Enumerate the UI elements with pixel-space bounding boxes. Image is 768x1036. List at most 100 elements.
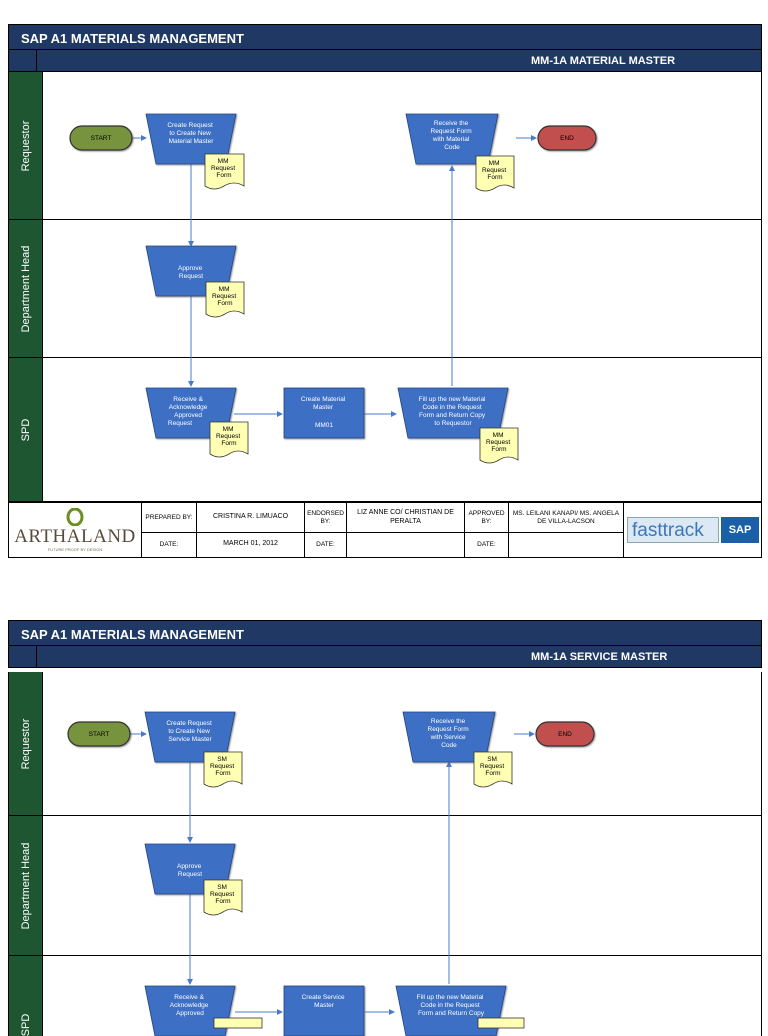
date-label: DATE: (465, 532, 509, 557)
approved-by-value: MS. LEILANI KANAPI/ MS. ANGELA DE VILLA-… (509, 503, 624, 532)
doc-text: MM (223, 426, 234, 433)
doc-text: SM (217, 756, 227, 763)
step-text: Acknowledge (170, 1002, 209, 1009)
svg-text:Receive the Request Fo: Receive the Request Form with Material C… (431, 120, 474, 151)
step-text: Acknowledge (169, 404, 208, 411)
create-request-step: Create Request to Create New Material Ma… (145, 113, 237, 165)
date-label: DATE: (142, 532, 197, 557)
fill-up-step: Fill up the new Material Code in the Req… (395, 985, 507, 1036)
doc-text: Form (217, 300, 232, 307)
end-label: END (560, 135, 574, 142)
endorsed-date (347, 532, 465, 557)
receive-form-step: Receive the Request Form with Material C… (405, 113, 499, 165)
step-text: Receive & (173, 396, 203, 403)
start-terminator: START (69, 125, 133, 151)
lane-spd: SPD (8, 956, 762, 1036)
doc-text: MM (219, 286, 230, 293)
step-text: Code (441, 742, 457, 749)
step-text: Form and Return Copy (419, 412, 486, 419)
step-text: to Create New (169, 130, 211, 137)
svg-text:Receive & Acknowledge: Receive & Acknowledge Approved (170, 994, 210, 1017)
step-text: Create Request (167, 122, 213, 129)
signature-footer: ARTHALAND FUTURE PROOF BY DESIGN PREPARE… (8, 502, 762, 558)
step-text: Create Request (166, 720, 212, 727)
step-text: Approve (177, 863, 202, 870)
start-terminator: START (67, 721, 131, 747)
flowchart-page-2: SAP A1 MATERIALS MANAGEMENT MM-1A SERVIC… (8, 620, 762, 1036)
doc-text: Request (216, 433, 240, 440)
endorsed-by-label: ENDORSED BY: (305, 503, 347, 532)
company-name: ARTHALAND (14, 525, 136, 547)
svg-text:SM Request For: SM Request Form (210, 756, 236, 777)
svg-text:MM Request For: MM Request Form (211, 158, 237, 179)
receive-form-step: Receive the Request Form with Service Co… (402, 711, 496, 763)
svg-text:MM Request For: MM Request Form (216, 426, 242, 447)
request-form-document (477, 1017, 525, 1029)
step-text: Create Material (301, 396, 346, 403)
svg-text:SM Request For: SM Request Form (210, 884, 236, 905)
step-text: Code (444, 144, 460, 151)
svg-text:Approve Request: Approve Request (178, 265, 204, 280)
step-text: Request (168, 420, 192, 427)
step-text: Approve (178, 265, 203, 272)
lane-requestor: Requestor (8, 72, 762, 220)
step-text: with Service (430, 734, 466, 741)
doc-text: MM (489, 160, 500, 167)
svg-text:Approve Request: Approve Request (177, 863, 203, 878)
approved-by-label: APPROVED BY: (465, 503, 509, 532)
partner-logos: fasttrack SAP (627, 511, 759, 549)
step-text: Receive the (431, 718, 466, 725)
process-subtitle: MM-1A MATERIAL MASTER (531, 55, 676, 67)
end-terminator: END (537, 125, 597, 151)
svg-text:Fill up the new Material: Fill up the new Material Code in the Req… (419, 396, 488, 427)
flow-diagram-1: START END Create Request to Create New M… (69, 113, 597, 464)
end-terminator: END (535, 721, 595, 747)
date-label: DATE: (305, 532, 347, 557)
fasttrack-logo: fasttrack (627, 517, 719, 543)
svg-text:Fill up the new Material: Fill up the new Material Code in the Req… (417, 994, 486, 1017)
doc-text: SM (487, 756, 497, 763)
doc-text: Form (485, 770, 500, 777)
page-title: SAP A1 MATERIALS MANAGEMENT (8, 620, 762, 646)
doc-text: Form (216, 172, 231, 179)
svg-text:MM Request For: MM Request Form (212, 286, 238, 307)
lane-department-head: Department Head (8, 220, 762, 358)
lane-spd: SPD (8, 358, 762, 502)
create-master-step: Create Service Master (283, 985, 365, 1036)
doc-text: Request (212, 293, 236, 300)
doc-text: Request (210, 763, 234, 770)
step-text: Create Service (302, 994, 345, 1001)
start-label: START (89, 731, 110, 738)
svg-text:Create Request to Crea: Create Request to Create New Service Mas… (166, 720, 213, 743)
step-text: Receive & (174, 994, 204, 1001)
step-text: Code in the Request (422, 404, 481, 411)
step-text: Receive the (434, 120, 469, 127)
start-label: START (91, 135, 112, 142)
receive-acknowledge-step: Receive & Acknowledge Approved (144, 985, 236, 1036)
doc-text: Request (480, 763, 504, 770)
create-master-step: Create Material Master MM01 (283, 387, 365, 439)
doc-text: Form (487, 174, 502, 181)
approved-date (509, 532, 624, 557)
svg-text:Receive & Acknowledge: Receive & Acknowledge Approved Request (168, 396, 209, 427)
doc-text: Request (482, 167, 506, 174)
endorsed-by-value: LIZ ANNE CO/ CHRISTIAN DE PERALTA (347, 503, 465, 532)
step-text: Fill up the new Material (417, 994, 484, 1001)
svg-text:Receive the Request Fo: Receive the Request Form with Service Co… (428, 718, 471, 749)
end-label: END (558, 731, 572, 738)
subtitle-bar: MM-1A MATERIAL MASTER (8, 50, 762, 72)
step-text: Request (179, 273, 203, 280)
company-tagline: FUTURE PROOF BY DESIGN (47, 546, 103, 552)
step-text: Form and Return Copy (418, 1010, 485, 1017)
step-text: to Create New (168, 728, 210, 735)
svg-text:MM Request For: MM Request Form (482, 160, 508, 181)
step-text: Fill up the new Material (419, 396, 486, 403)
svg-text:Create Service Master: Create Service Master (302, 994, 347, 1009)
request-form-document: MM Request Form (204, 153, 245, 190)
page-title: SAP A1 MATERIALS MANAGEMENT (8, 24, 762, 50)
request-form-document: MM Request Form (475, 155, 515, 192)
transaction-code: MM01 (315, 422, 333, 429)
svg-text:MM Request For: MM Request Form (486, 432, 512, 453)
request-form-document: SM Request Form (473, 751, 513, 788)
request-form-document: MM Request Form (205, 281, 245, 318)
